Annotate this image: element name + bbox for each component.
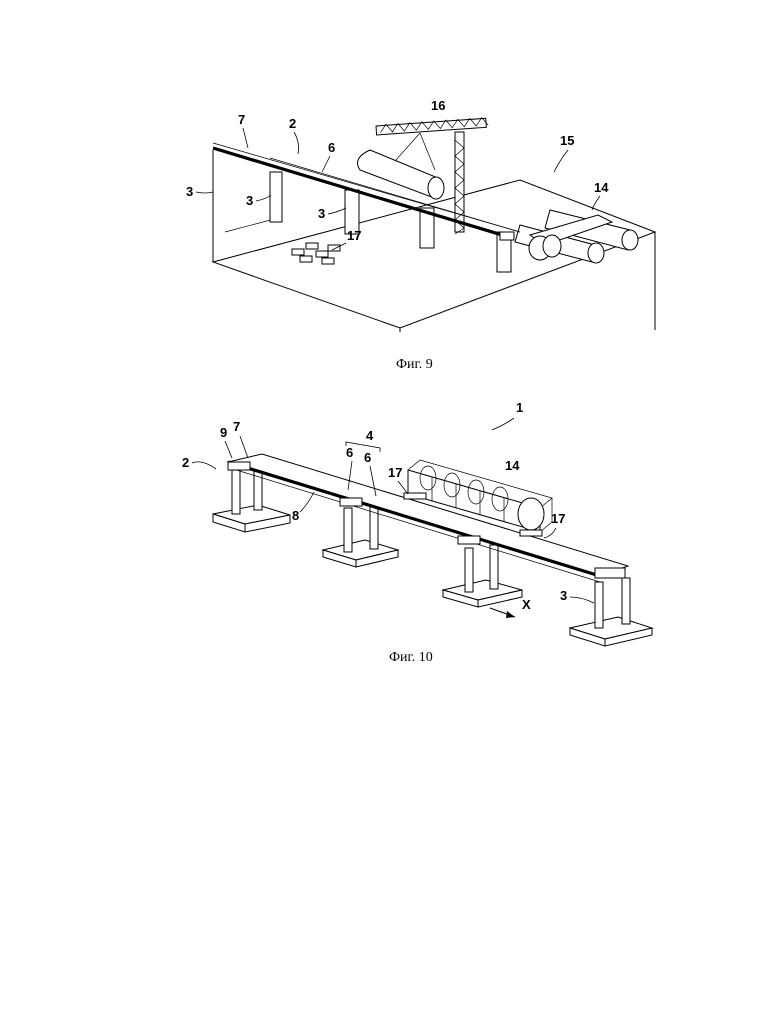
ref-17: 17 [347,228,361,243]
ref-1: 1 [516,400,523,415]
ref-6b: 6 [364,450,371,465]
ref-14: 14 [594,180,609,195]
ref-6: 6 [328,140,335,155]
ref-16: 16 [431,98,445,113]
caption-fig9: Фиг. 9 [396,357,433,372]
figure-9: 7 2 6 16 15 14 3 3 3 17 Фиг. 9 [186,98,655,372]
x-direction-arrow [490,608,515,618]
ref-14: 14 [505,458,520,473]
ref-3: 3 [560,588,567,603]
caption-fig10: Фиг. 10 [389,650,433,665]
ref-X: X [522,597,531,612]
ref-8: 8 [292,508,299,523]
ref-17a: 17 [388,465,402,480]
ref-7: 7 [238,112,245,127]
suspended-pipe [358,150,444,199]
ref-7: 7 [233,419,240,434]
ref-15: 15 [560,133,574,148]
ref-17b: 17 [551,511,565,526]
ref-3a: 3 [186,184,193,199]
ref-2: 2 [289,116,296,131]
ref-6a: 6 [346,445,353,460]
ref-9: 9 [220,425,227,440]
ref-3b: 3 [246,193,253,208]
ref-2: 2 [182,455,189,470]
ref-4: 4 [366,428,374,443]
figure-10: 1 9 7 4 2 6 6 17 14 8 17 3 X [182,400,652,665]
ref-3c: 3 [318,206,325,221]
